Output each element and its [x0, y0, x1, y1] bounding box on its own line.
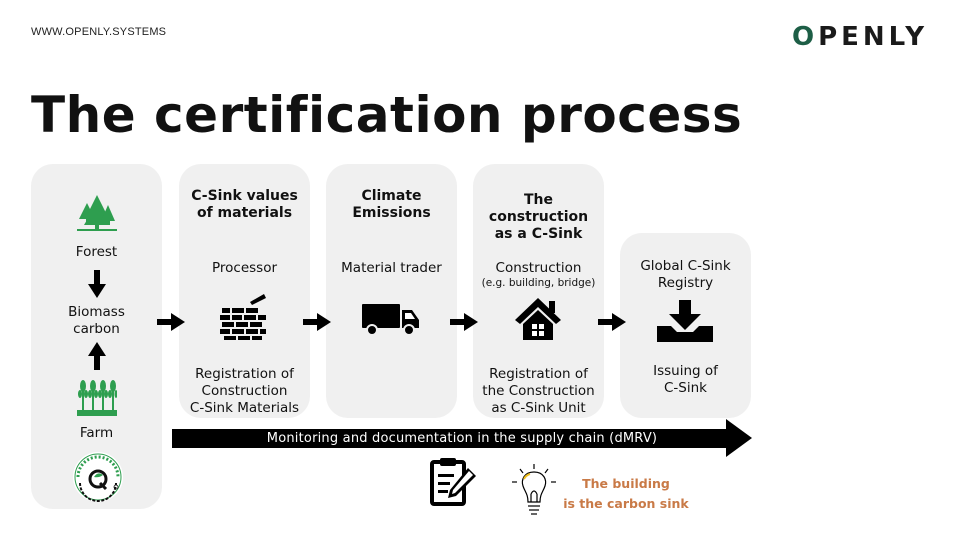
world-climate-badge-icon [73, 452, 123, 502]
page-title: The certification process [31, 86, 743, 144]
forest-icon [77, 195, 117, 231]
card-construction [473, 164, 604, 418]
website-url[interactable]: WWW.OPENLY.SYSTEMS [31, 26, 167, 38]
arrow-right-icon [450, 313, 478, 331]
emissions-heading: Climate Emissions [352, 188, 431, 221]
wheat-field-icon [77, 380, 117, 416]
construction-heading: The construction as a C-Sink [488, 192, 589, 242]
arrow-right-icon [157, 313, 185, 331]
biomass-carbon-label: Biomass carbon [68, 304, 125, 337]
processor-label: Processor [211, 260, 278, 276]
arrow-down-icon [88, 270, 106, 298]
monitoring-bar-arrow [172, 419, 752, 457]
card-materials [179, 164, 310, 418]
download-tray-icon [657, 300, 713, 342]
construction-note: (e.g. building, bridge) [481, 277, 596, 289]
construction-label: Construction [495, 260, 582, 276]
openly-logo: OPENLY [792, 22, 928, 52]
forest-label: Forest [75, 244, 118, 260]
materials-heading: C-Sink values of materials [191, 188, 298, 221]
farm-label: Farm [79, 425, 114, 441]
materials-caption: Registration of Construction C-Sink Mate… [189, 366, 300, 416]
registry-caption: Issuing of C-Sink [653, 363, 718, 396]
logo-o-mark: O [792, 22, 819, 52]
arrow-right-icon [303, 313, 331, 331]
house-icon [515, 298, 561, 340]
logo-text-rest: PENLY [818, 22, 929, 52]
monitoring-bar-label: Monitoring and documentation in the supp… [266, 431, 658, 446]
truck-icon [362, 304, 419, 336]
light-bulb-icon [512, 464, 556, 515]
arrow-up-icon [88, 342, 106, 370]
construction-caption: Registration of the Construction as C-Si… [482, 366, 595, 416]
material-trader-label: Material trader [341, 260, 442, 276]
footer-note: The building is the carbon sink [563, 476, 689, 511]
card-emissions [326, 164, 457, 418]
clipboard-pen-icon [430, 458, 476, 506]
registry-heading: Global C-Sink Registry [640, 258, 731, 291]
brick-wall-icon [220, 294, 266, 340]
arrow-right-icon [598, 313, 626, 331]
